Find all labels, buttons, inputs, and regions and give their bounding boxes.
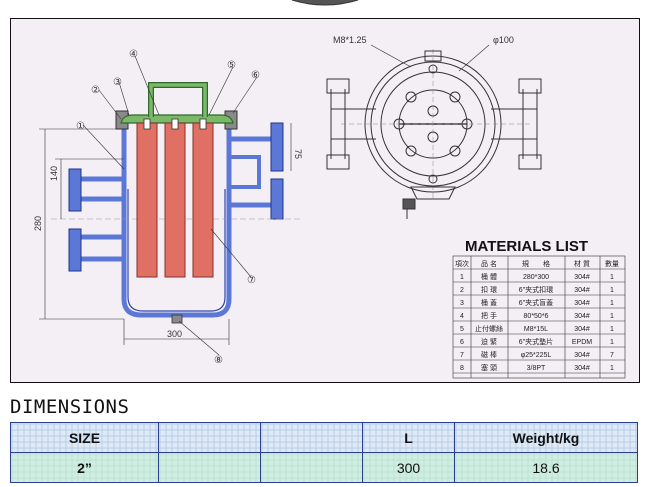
materials-cell: M8*15L: [524, 326, 548, 333]
dim-300: 300: [167, 329, 182, 339]
materials-cell: 304#: [574, 352, 590, 359]
cell-blank-2: [260, 452, 363, 483]
materials-cell: 304#: [574, 300, 590, 307]
materials-cell: 5: [460, 326, 464, 333]
materials-cell: 迫 緊: [481, 337, 497, 346]
top-view: [326, 44, 542, 219]
callout-5: ⑤: [227, 60, 236, 71]
header-weight: Weight/kg: [454, 422, 638, 453]
materials-cell: 止付螺絲: [475, 324, 503, 333]
diameter-label: φ100: [493, 35, 514, 45]
callout-6: ⑥: [251, 70, 260, 81]
right-outlet-flange: [270, 178, 284, 220]
callout-7: ⑦: [247, 275, 256, 286]
materials-cell: 3: [460, 300, 464, 307]
technical-drawing: ① ② ③ ④ ⑤ ⑥ ⑦ ⑧ 280 140 75 300: [10, 18, 640, 383]
decorative-arc: [291, 0, 359, 6]
cell-l: 300: [362, 452, 455, 483]
materials-cell: 7: [460, 352, 464, 359]
callout-4: ④: [129, 49, 138, 60]
materials-cell: EPDM: [572, 339, 592, 346]
dimensions-data-row: 2” 300 18.6: [10, 452, 638, 483]
materials-title: MATERIALS LIST: [465, 238, 588, 255]
materials-cell: 把 手: [481, 311, 497, 320]
materials-cell: 桶 體: [481, 272, 497, 281]
materials-cell: 1: [460, 274, 464, 281]
dimensions-table: SIZE L Weight/kg 2” 300 18.6: [10, 422, 638, 483]
header-blank-2: [260, 422, 363, 453]
materials-header-cell: 項次: [455, 259, 469, 268]
materials-cell: 1: [610, 274, 614, 281]
materials-table: [452, 255, 626, 379]
materials-cell: 3/8PT: [527, 365, 546, 372]
handle: [148, 82, 208, 117]
left-inlet-flange: [68, 168, 82, 212]
section-view: ① ② ③ ④ ⑤ ⑥ ⑦ ⑧ 280 140 75 300: [33, 49, 303, 366]
materials-cell: 2: [460, 287, 464, 294]
bolt-label: M8*1.25: [333, 35, 367, 45]
dimensions-header-row: SIZE L Weight/kg: [10, 422, 638, 453]
materials-cell: 塞 頭: [481, 363, 497, 372]
materials-cell: 7: [610, 352, 614, 359]
materials-cell: 304#: [574, 313, 590, 320]
materials-cell: 304#: [574, 365, 590, 372]
materials-cell: 6"夹式墊片: [519, 337, 553, 346]
callout-8: ⑧: [214, 355, 223, 366]
materials-cell: 1: [610, 365, 614, 372]
drawing-canvas: ① ② ③ ④ ⑤ ⑥ ⑦ ⑧ 280 140 75 300: [33, 35, 626, 379]
materials-cell: 6: [460, 339, 464, 346]
materials-cell: 1: [610, 326, 614, 333]
drain-plug: [171, 314, 183, 324]
materials-header-cell: 規 格: [522, 259, 550, 268]
cell-blank-1: [158, 452, 261, 483]
header-blank-1: [158, 422, 261, 453]
materials-cell: 1: [610, 287, 614, 294]
materials-cell: 桶 蓋: [481, 298, 497, 307]
materials-cell: 1: [610, 313, 614, 320]
magnet-rod-2: [164, 122, 186, 278]
callout-2: ②: [91, 85, 100, 96]
dim-75: 75: [293, 149, 303, 159]
materials-cell: 304#: [574, 326, 590, 333]
materials-cell: φ25*225L: [521, 352, 552, 359]
materials-cell: 1: [610, 339, 614, 346]
header-l: L: [362, 422, 455, 453]
materials-cell: 8: [460, 365, 464, 372]
header-size: SIZE: [10, 422, 159, 453]
right-upper-flange: [270, 122, 284, 172]
dimensions-title: DIMENSIONS: [10, 396, 130, 418]
materials-cell: 扣 環: [481, 285, 497, 294]
callout-3: ③: [113, 77, 122, 88]
cell-weight: 18.6: [454, 452, 638, 483]
materials-cell: 280*300: [523, 274, 549, 281]
cell-size: 2”: [10, 452, 159, 483]
materials-cell: 1: [610, 300, 614, 307]
dim-140: 140: [49, 166, 59, 181]
materials-cell: 磁 棒: [481, 350, 497, 359]
materials-cell: 80*50*6: [524, 313, 549, 320]
callout-1: ①: [76, 121, 85, 132]
materials-cell: 304#: [574, 287, 590, 294]
magnet-rod-3: [192, 122, 214, 278]
materials-header-cell: 品 名: [481, 259, 497, 268]
materials-header-cell: 數量: [605, 259, 619, 268]
materials-header-cell: 材 質: [574, 259, 590, 268]
dim-280: 280: [33, 216, 43, 231]
materials-cell: 6"夹式盲蓋: [519, 298, 553, 307]
materials-cell: 4: [460, 313, 464, 320]
materials-cell: 304#: [574, 274, 590, 281]
materials-cell: 6"夹式扣環: [519, 285, 553, 294]
magnet-rod-1: [136, 122, 158, 278]
